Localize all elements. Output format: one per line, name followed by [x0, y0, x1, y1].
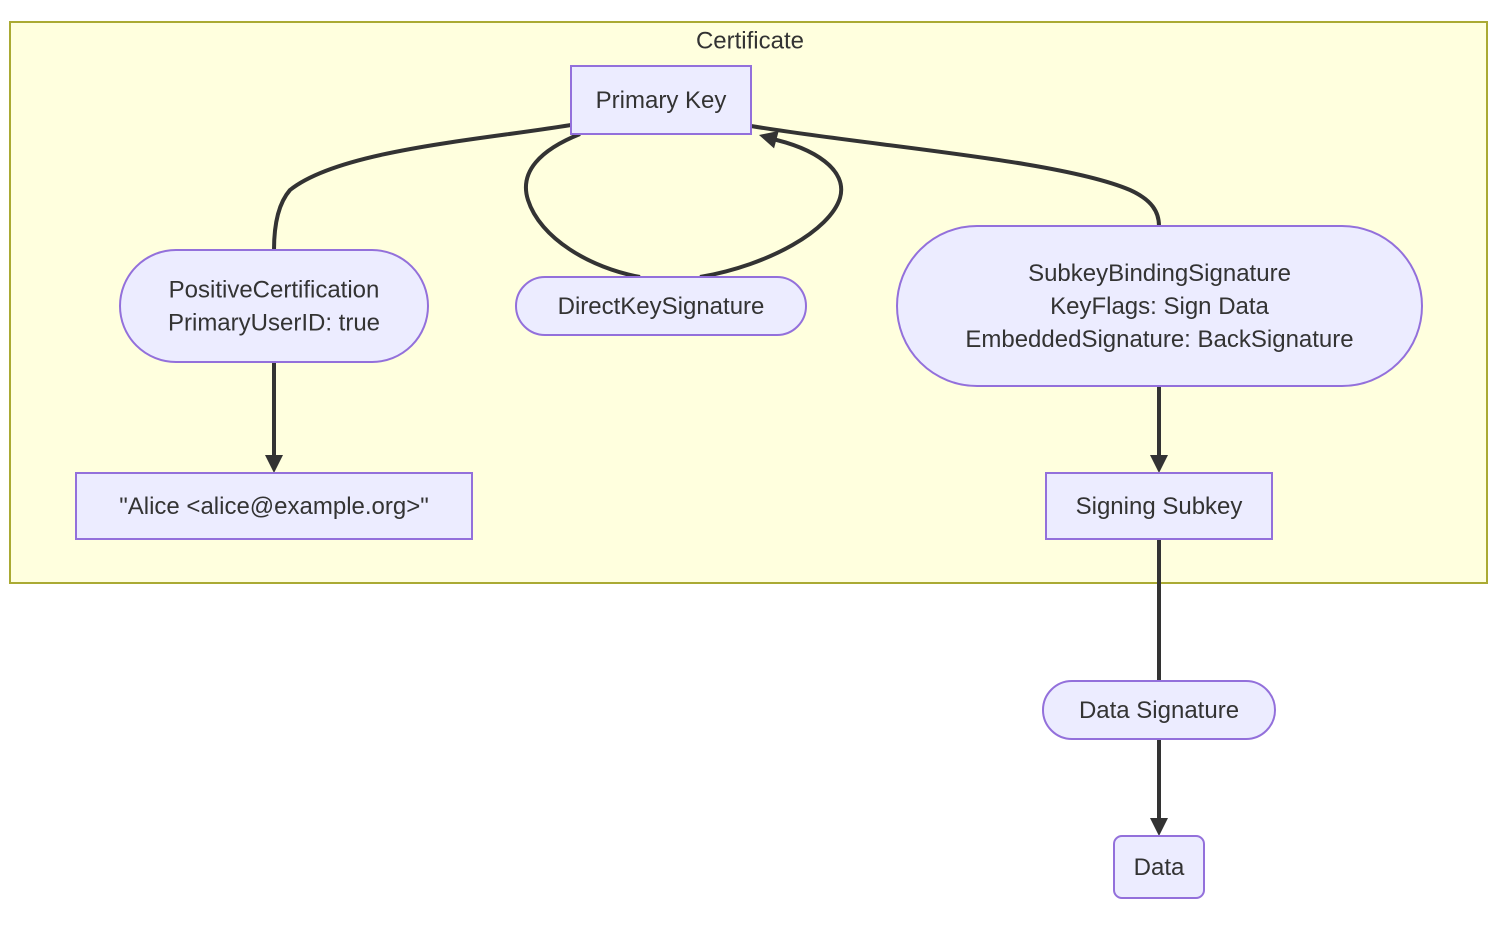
edge-subkeybinding-signingsubkey-arrowhead: [1150, 455, 1168, 473]
edge-positivecertification-alice-arrowhead: [265, 455, 283, 473]
nodes-layer: Primary KeyPositiveCertificationPrimaryU…: [75, 65, 1423, 899]
edge-primarykey-positivecertification: [272, 123, 572, 251]
node-shape-direct-key-signature: [515, 276, 807, 336]
node-shape-data-signature: [1042, 680, 1276, 740]
node-shape-alice-userid: [75, 472, 473, 540]
node-shape-data: [1113, 835, 1205, 899]
node-direct-key-signature[interactable]: DirectKeySignature: [515, 276, 807, 336]
node-shape-primary-key: [570, 65, 752, 135]
edge-directkeysignature-primarykey: [699, 136, 844, 279]
node-label-data-signature-line-0: Data Signature: [1079, 697, 1239, 724]
node-alice-userid[interactable]: "Alice <alice@example.org>": [75, 472, 473, 540]
node-signing-subkey[interactable]: Signing Subkey: [1045, 472, 1273, 540]
edge-primarykey-directkeysignature: [524, 132, 641, 279]
edge-primarykey-subkeybindingsignature: [750, 124, 1161, 227]
edge-datasignature-data-arrowhead: [1150, 818, 1168, 836]
node-label-positive-certification-line-1: PrimaryUserID: true: [168, 310, 380, 337]
cluster-label-certificate: Certificate: [696, 27, 804, 54]
node-primary-key[interactable]: Primary Key: [570, 65, 752, 135]
edges-layer: [265, 123, 1168, 836]
node-label-alice-userid-line-0: "Alice <alice@example.org>": [119, 493, 429, 520]
node-label-signing-subkey-line-0: Signing Subkey: [1076, 493, 1243, 520]
node-label-direct-key-signature-line-0: DirectKeySignature: [558, 293, 765, 320]
edge-directkeysignature-primarykey-arrowhead: [759, 130, 779, 149]
node-label-positive-certification-line-0: PositiveCertification: [169, 277, 380, 304]
node-label-data-line-0: Data: [1134, 854, 1185, 881]
node-label-subkey-binding-signature-line-0: SubkeyBindingSignature: [1028, 260, 1291, 287]
node-label-primary-key-line-0: Primary Key: [596, 87, 727, 114]
node-data[interactable]: Data: [1113, 835, 1205, 899]
node-shape-signing-subkey: [1045, 472, 1273, 540]
node-label-subkey-binding-signature-line-2: EmbeddedSignature: BackSignature: [965, 326, 1353, 353]
node-shape-subkey-binding-signature: [896, 225, 1423, 387]
node-shape-positive-certification: [119, 249, 429, 363]
node-data-signature[interactable]: Data Signature: [1042, 680, 1276, 740]
node-label-subkey-binding-signature-line-1: KeyFlags: Sign Data: [1050, 293, 1269, 320]
